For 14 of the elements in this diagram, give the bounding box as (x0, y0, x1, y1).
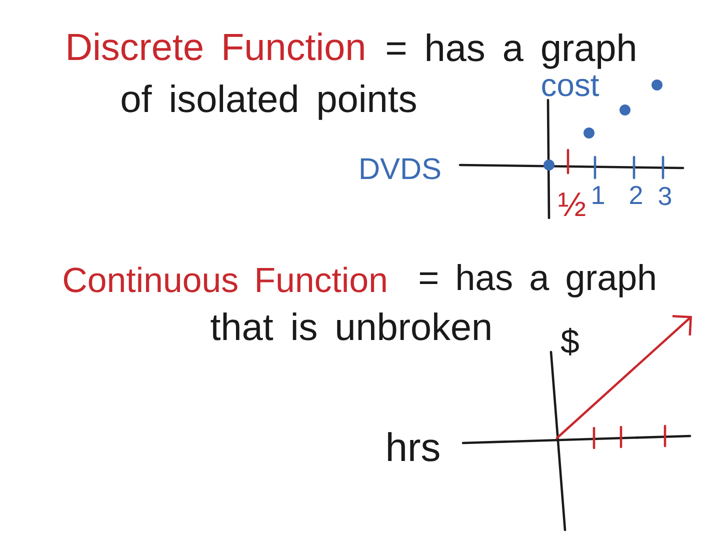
axis-label: $ (560, 328, 579, 356)
definition-text: that is unbroken (210, 312, 490, 340)
axis-label: hrs (388, 432, 440, 462)
term-heading: Continuous Function (64, 266, 386, 292)
axis-label: DVDS (360, 158, 440, 180)
axis-label: cost (542, 75, 599, 96)
tick-label: 3 (658, 186, 672, 206)
tick-label: ½ (558, 192, 586, 216)
definition-text: = has a graph (387, 34, 635, 69)
tick-label: 1 (592, 186, 604, 204)
tick-label: 2 (630, 186, 642, 204)
term-heading: Discrete Function (68, 32, 364, 60)
definition-text: of isolated points (122, 84, 416, 120)
definition-text: = has a graph (420, 264, 655, 298)
